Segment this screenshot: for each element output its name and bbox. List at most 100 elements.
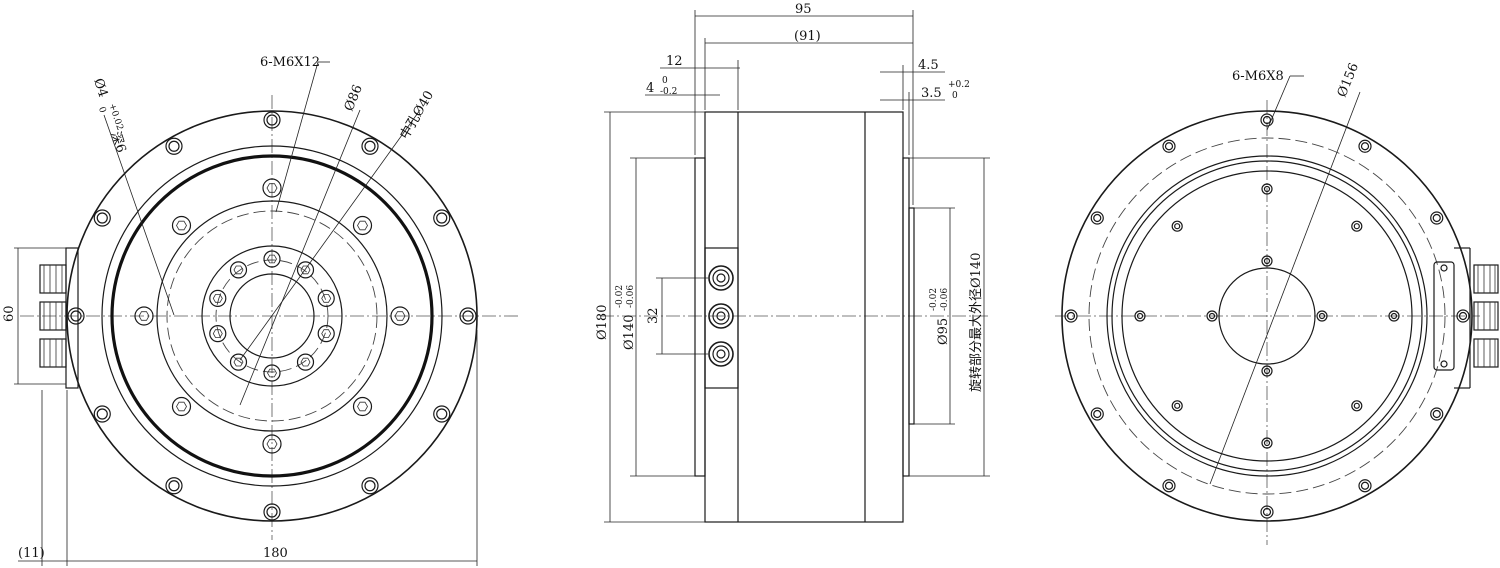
dim-dia140-tol-upper: -0.02 xyxy=(615,285,625,308)
flange-bolt xyxy=(165,477,183,495)
rear-flange-bolt xyxy=(1358,139,1372,153)
rear-connector-3 xyxy=(1473,338,1499,368)
rear-flange-bolt xyxy=(1430,211,1444,225)
callout-hole-dia: Ø4 xyxy=(90,77,110,100)
callout-center-hole: 中孔Ø40 xyxy=(397,88,437,142)
side-connector-3 xyxy=(708,341,734,367)
inner-socket-bolt xyxy=(296,353,315,371)
rear-inner-hole xyxy=(1316,310,1328,322)
rear-flange-bolt xyxy=(1358,479,1372,493)
hub-inner xyxy=(201,245,343,387)
rear-flange-bolt xyxy=(1064,309,1078,323)
dim-dia140-label: Ø140 xyxy=(622,315,637,350)
inner-socket-bolt xyxy=(209,289,227,307)
rear-flange-bolt xyxy=(1090,211,1104,225)
mid-socket-bolt xyxy=(171,215,192,236)
mid-socket-bolt xyxy=(171,396,192,417)
dim-dia95-tol-upper: -0.02 xyxy=(929,288,939,311)
rear-flange-bolt xyxy=(1162,139,1176,153)
mid-socket-bolt xyxy=(262,434,282,454)
inner-bolts xyxy=(209,250,335,382)
dim-4-label: 4 xyxy=(646,81,654,96)
mid-socket-bolt xyxy=(352,396,373,417)
rear-ring-outer xyxy=(1106,155,1428,477)
bolt-circle-dashed xyxy=(166,210,378,422)
mid-socket-bolt xyxy=(134,306,154,326)
flange-inner-circle xyxy=(101,145,443,487)
dim-180-label: 180 xyxy=(263,546,288,561)
dim-4-tol-upper: 0 xyxy=(662,76,668,86)
rear-ring-mid xyxy=(1111,160,1423,472)
callout-hole-tol-lower: 0 xyxy=(96,106,107,115)
rear-mid-hole xyxy=(1171,220,1183,232)
dim-11-label: (11) xyxy=(18,546,45,561)
inner-socket-bolt xyxy=(229,261,248,279)
outer-flange-circle xyxy=(66,110,478,522)
callout-dia86: Ø86 xyxy=(342,83,366,114)
dim-dia140-tol-lower: -0.06 xyxy=(626,285,636,308)
rear-mid-hole xyxy=(1351,400,1363,412)
flange-bolt xyxy=(263,111,281,129)
leader-center-hole xyxy=(239,109,421,361)
connector-3 xyxy=(39,338,67,368)
leader-m6x8 xyxy=(1266,75,1291,131)
rear-outer-circle xyxy=(1061,110,1473,522)
rear-mid-hole xyxy=(1261,437,1273,449)
rear-flange-bolt xyxy=(1162,479,1176,493)
rear-connector-2 xyxy=(1473,301,1499,331)
dim-4-5-label: 4.5 xyxy=(918,58,939,73)
rotor-ring xyxy=(110,154,434,478)
flange-bolt xyxy=(361,477,379,495)
dim-dia95-label: Ø95 xyxy=(936,318,951,345)
flange-bolt xyxy=(433,209,451,227)
flange-bolt xyxy=(93,209,111,227)
callout-hole-depth: 深6 xyxy=(108,130,129,155)
rear-inner-holes xyxy=(1206,255,1328,377)
callout-dia156: Ø156 xyxy=(1335,61,1362,100)
dim-95-label: 95 xyxy=(795,2,812,17)
rear-flange-bolt xyxy=(1456,309,1470,323)
rear-mid-holes xyxy=(1134,183,1400,449)
inner-socket-bolt xyxy=(317,325,335,343)
rear-connector-plate xyxy=(1433,261,1455,371)
connector-block xyxy=(704,247,739,389)
right-flange xyxy=(902,157,910,477)
rear-center-hole xyxy=(1218,267,1316,365)
rear-inner-hole xyxy=(1206,310,1218,322)
outer-flange-bolts xyxy=(67,111,477,521)
inner-socket-bolt xyxy=(209,325,227,343)
dim-dia180-label: Ø180 xyxy=(595,305,610,340)
flange-bolt xyxy=(67,307,85,325)
right-view: 6-M6X8 Ø156 xyxy=(1055,61,1499,545)
rear-mid-hole xyxy=(1134,310,1146,322)
rear-ring-inner xyxy=(1121,170,1413,462)
rear-mid-hole xyxy=(1388,310,1400,322)
dim-3-5-label: 3.5 xyxy=(921,86,942,101)
inner-socket-bolt xyxy=(317,289,335,307)
callout-hole-tol-upper: +0.02 xyxy=(106,102,124,131)
flange-bolt xyxy=(93,405,111,423)
flange-bolt xyxy=(459,307,477,325)
flange-bolt xyxy=(165,137,183,155)
flange-bolt xyxy=(361,137,379,155)
dim-12-label: 12 xyxy=(666,54,683,69)
rear-flange-bolt xyxy=(1260,505,1274,519)
dim-dia140-group: Ø140 -0.02 -0.06 xyxy=(615,285,637,350)
side-connector-2 xyxy=(708,303,734,329)
callout-m6x12: 6-M6X12 xyxy=(260,55,320,70)
callout-hole-group: Ø4 +0.02 0 深6 xyxy=(90,77,129,155)
side-view: 95 (91) 12 4 0 -0.2 4.5 3.5 +0.2 0 Ø180 … xyxy=(595,2,990,523)
dim-91-label: (91) xyxy=(794,29,821,44)
center-hole xyxy=(229,273,315,359)
callout-m6x8: 6-M6X8 xyxy=(1232,69,1284,84)
side-connector-1 xyxy=(708,265,734,291)
inner-socket-bolt xyxy=(296,261,315,279)
mid-socket-bolt xyxy=(262,178,282,198)
left-view: 60 180 (11) 6-M6X12 Ø86 中孔Ø40 Ø4 +0.02 0… xyxy=(2,55,520,566)
rear-outer-bolts xyxy=(1064,113,1470,519)
flange-bolt xyxy=(433,405,451,423)
rear-inner-hole xyxy=(1261,255,1273,267)
leader-m6x12 xyxy=(275,61,319,213)
